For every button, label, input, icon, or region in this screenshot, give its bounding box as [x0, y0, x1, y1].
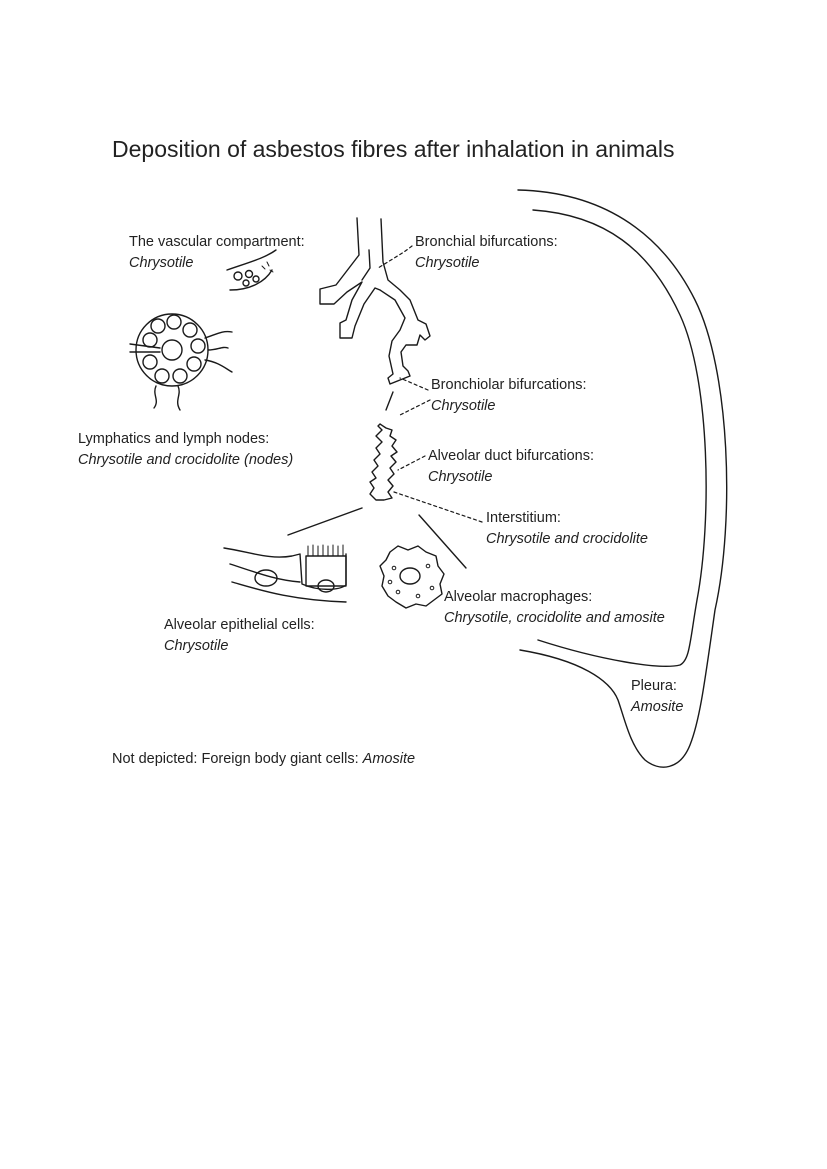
- label-name: Bronchial bifurcations:: [415, 232, 558, 253]
- label-name: Alveolar duct bifurcations:: [428, 446, 594, 467]
- label-fibres: Chrysotile and crocidolite (nodes): [78, 450, 293, 471]
- label-fibres: Chrysotile: [164, 636, 315, 657]
- label-fibres: Chrysotile: [415, 253, 558, 274]
- alveolar-duct-leader: [398, 456, 425, 470]
- label-name: Bronchiolar bifurcations:: [431, 375, 587, 396]
- footnote-text: Not depicted: Foreign body giant cells:: [112, 751, 363, 767]
- label-vascular-compartment: The vascular compartment: Chrysotile: [129, 232, 305, 274]
- label-fibres: Chrysotile, crocidolite and amosite: [444, 608, 665, 629]
- bronchiolar-leader-2: [398, 400, 430, 416]
- alveolar-duct-icon: [370, 424, 397, 500]
- label-interstitium: Interstitium: Chrysotile and crocidolite: [486, 508, 648, 550]
- label-name: Interstitium:: [486, 508, 648, 529]
- label-bronchial-bifurcations: Bronchial bifurcations: Chrysotile: [415, 232, 558, 274]
- label-alveolar-epithelial-cells: Alveolar epithelial cells: Chrysotile: [164, 615, 315, 657]
- label-name: Alveolar macrophages:: [444, 587, 665, 608]
- macrophage-icon: [380, 546, 444, 608]
- bronchiolar-leader-1: [400, 378, 428, 390]
- label-alveolar-duct-bifurcations: Alveolar duct bifurcations: Chrysotile: [428, 446, 594, 488]
- label-fibres: Chrysotile: [428, 467, 594, 488]
- label-pleura: Pleura: Amosite: [631, 676, 683, 718]
- lymph-node-icon: [130, 314, 232, 410]
- label-name: Pleura:: [631, 676, 683, 697]
- footnote: Not depicted: Foreign body giant cells: …: [112, 751, 415, 767]
- interstitium-leader: [394, 492, 482, 522]
- label-fibres: Chrysotile: [129, 253, 305, 274]
- label-name: The vascular compartment:: [129, 232, 305, 253]
- label-fibres: Chrysotile: [431, 396, 587, 417]
- label-fibres: Amosite: [631, 697, 683, 718]
- label-name: Alveolar epithelial cells:: [164, 615, 315, 636]
- bronchial-tree-icon: [320, 218, 430, 384]
- footnote-fibres: Amosite: [363, 751, 415, 767]
- label-name: Lymphatics and lymph nodes:: [78, 429, 293, 450]
- label-bronchiolar-bifurcations: Bronchiolar bifurcations: Chrysotile: [431, 375, 587, 417]
- label-fibres: Chrysotile and crocidolite: [486, 529, 648, 550]
- epithelial-cells-icon: [224, 545, 346, 602]
- label-alveolar-macrophages: Alveolar macrophages: Chrysotile, crocid…: [444, 587, 665, 629]
- label-lymphatics: Lymphatics and lymph nodes: Chrysotile a…: [78, 429, 293, 471]
